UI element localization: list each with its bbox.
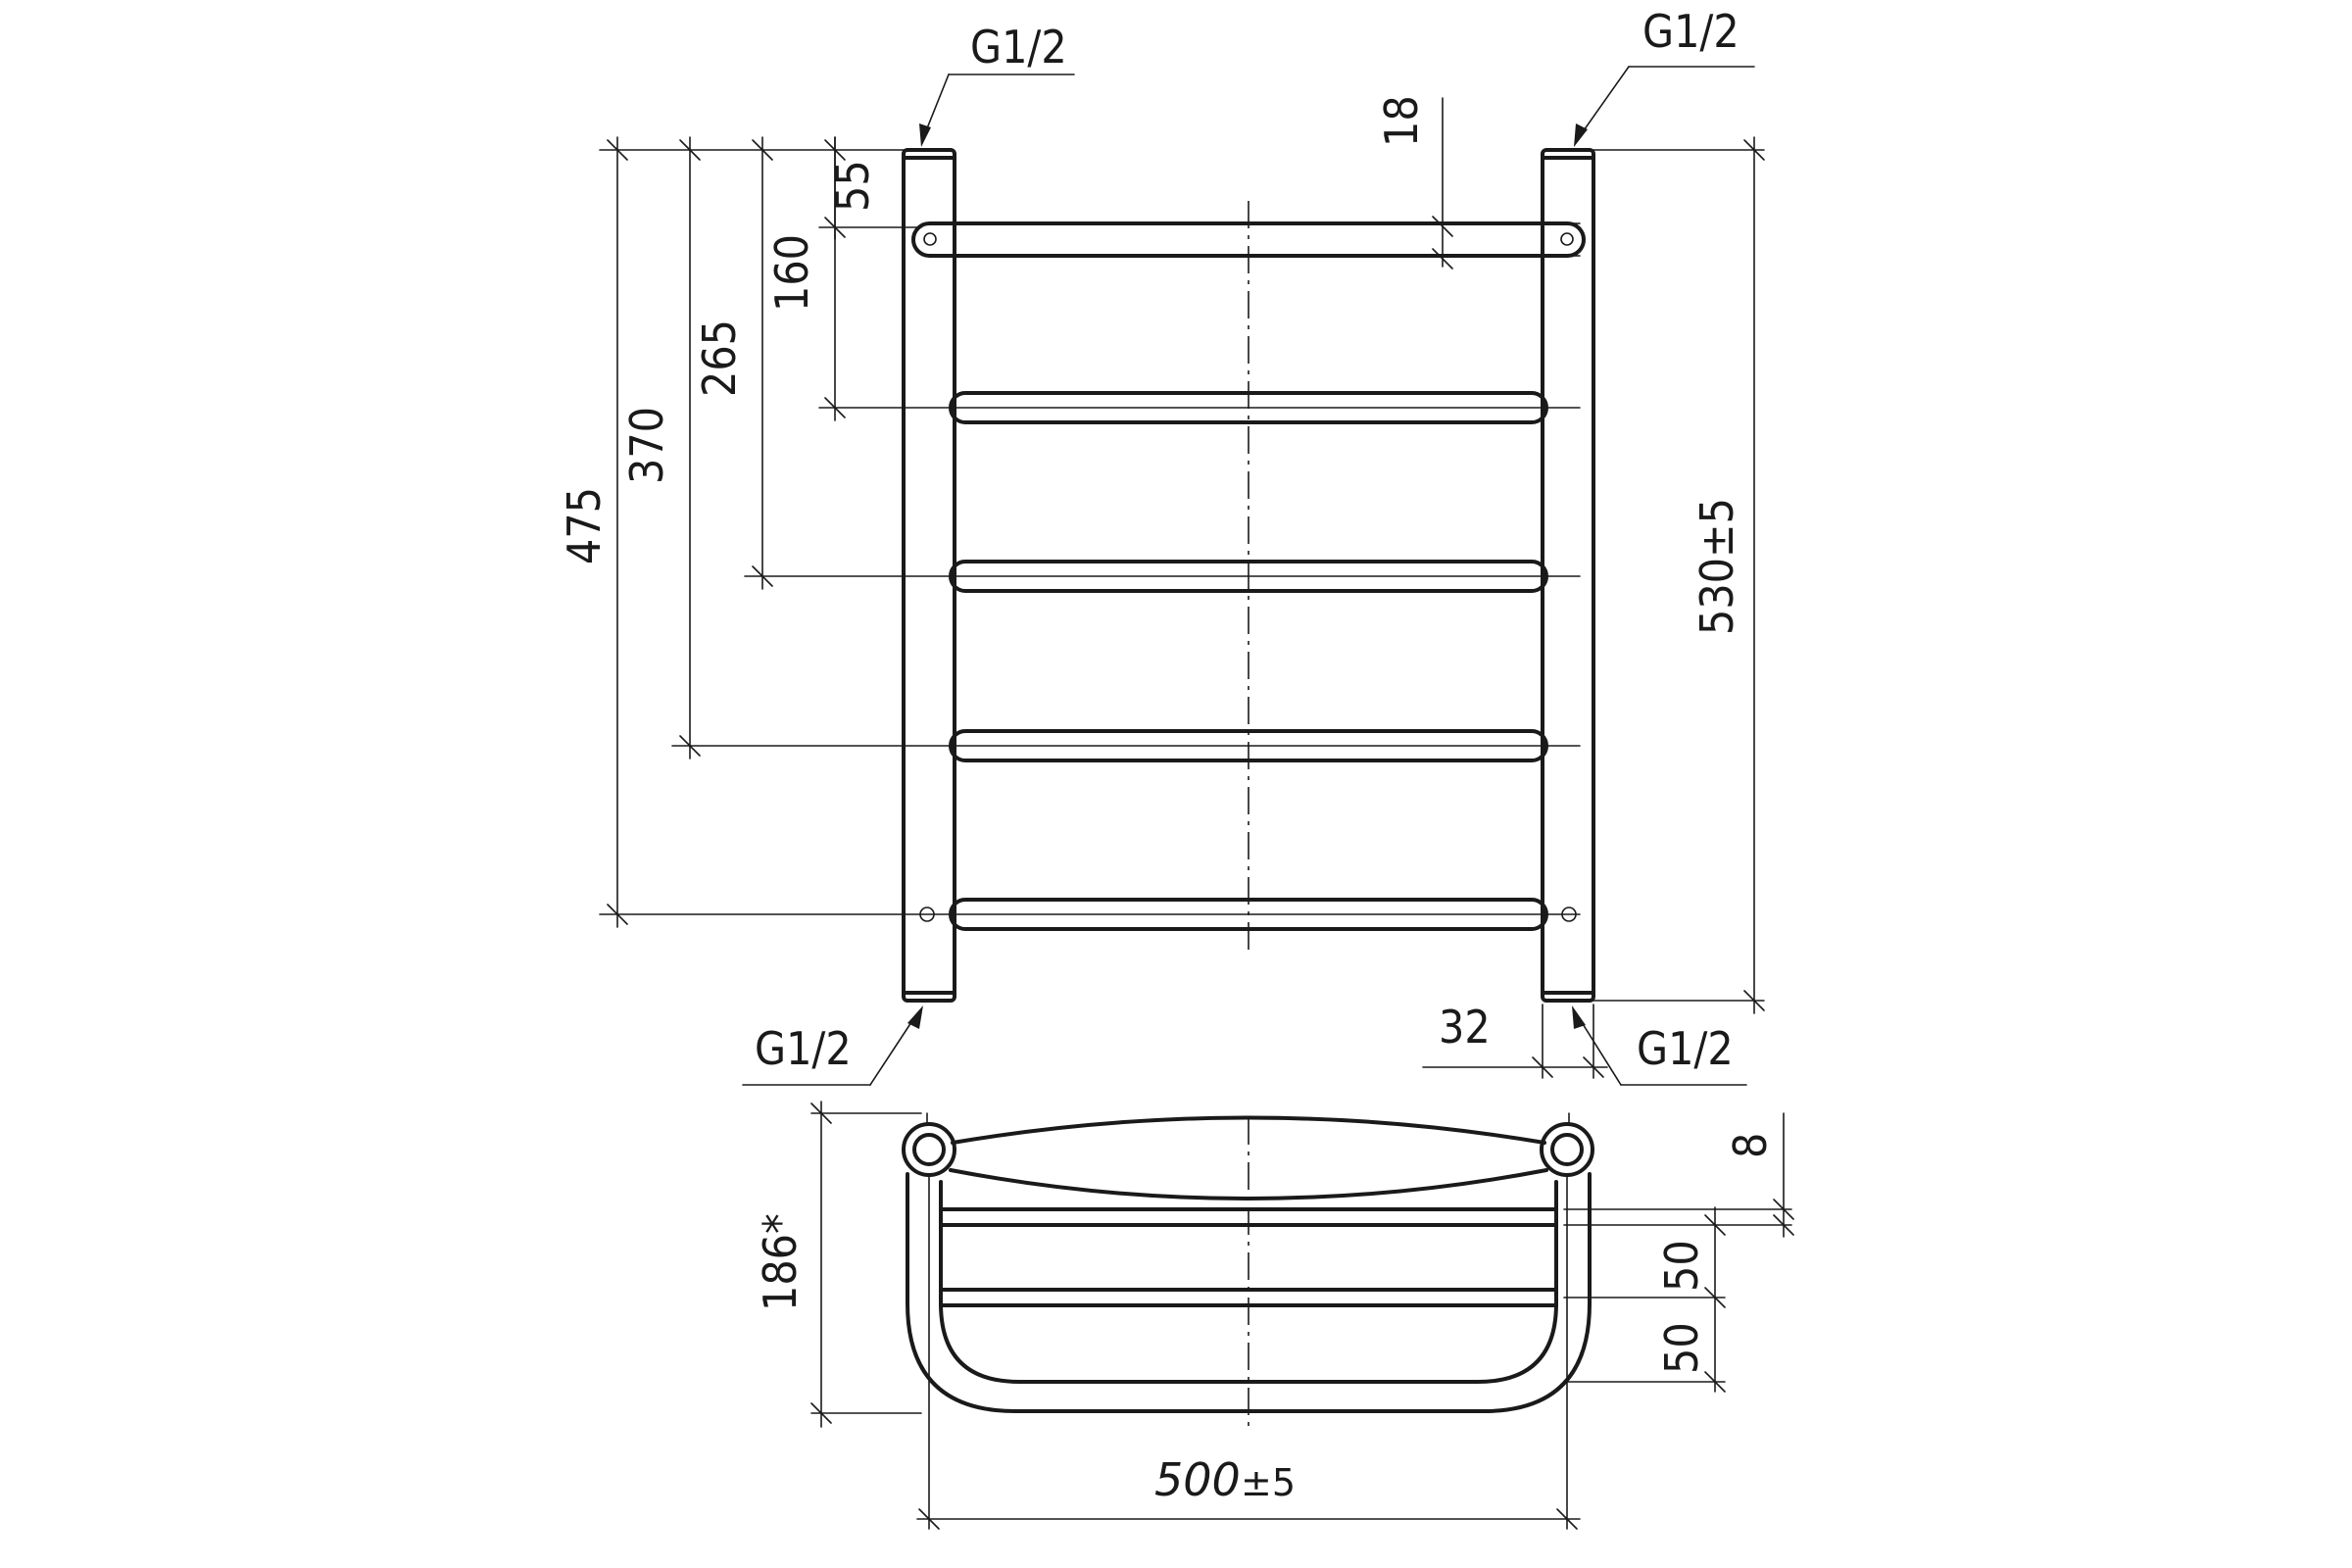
dim-label-530: 530±5 [1690,498,1743,635]
right-riser-pipe [1541,148,1595,1003]
width-dimension [916,1175,1581,1530]
connection-leader-bottom-right [1572,1005,1747,1086]
left-dimension-lines [607,136,846,928]
connection-label-bottom-right: G1/2 [1637,1022,1734,1075]
left-riser-section [902,1112,956,1177]
shelf-bar-1 [939,1207,1558,1227]
right-riser-section [1540,1112,1594,1177]
connection-label-top-right: G1/2 [1642,5,1740,58]
dim-label-265: 265 [693,319,746,397]
shelf-bar-2 [939,1288,1558,1307]
depth-dimension [810,1101,922,1428]
dim-label-160: 160 [765,234,818,312]
curved-top-rail [949,1115,1548,1200]
shelf-frame [906,1172,1592,1413]
dim-label-32: 32 [1439,1001,1491,1054]
connection-leader-top-right [1574,66,1755,147]
dim-label-500: 500 [1154,1453,1241,1506]
connection-label-top-left: G1/2 [970,21,1067,74]
dim-label-186: 186* [754,1213,807,1311]
dim-label-500-tolerance: ±5 [1241,1461,1296,1504]
top-bar [911,221,1586,258]
connection-leader-bottom-left [742,1005,923,1086]
height-dimension [1592,136,1765,1014]
side-view: 186* 8 50 50 500 ±5 [754,1101,1794,1530]
dim-label-50-upper: 50 [1655,1240,1708,1292]
bar-thickness-dimension [1430,97,1581,270]
dim-label-475: 475 [558,487,611,564]
connection-label-bottom-left: G1/2 [755,1022,852,1075]
dim-label-55: 55 [826,160,879,212]
extension-lines-left [599,149,1581,915]
dim-label-18: 18 [1375,95,1428,147]
dim-label-50-lower: 50 [1655,1322,1708,1374]
connection-leader-top-left [919,74,1075,147]
front-view: 55 160 265 370 475 18 530±5 [558,5,1765,1086]
dim-label-8: 8 [1724,1133,1777,1158]
left-riser-pipe [902,148,956,1003]
dim-label-370: 370 [620,407,673,484]
shelf-dimensions [1563,1112,1794,1393]
